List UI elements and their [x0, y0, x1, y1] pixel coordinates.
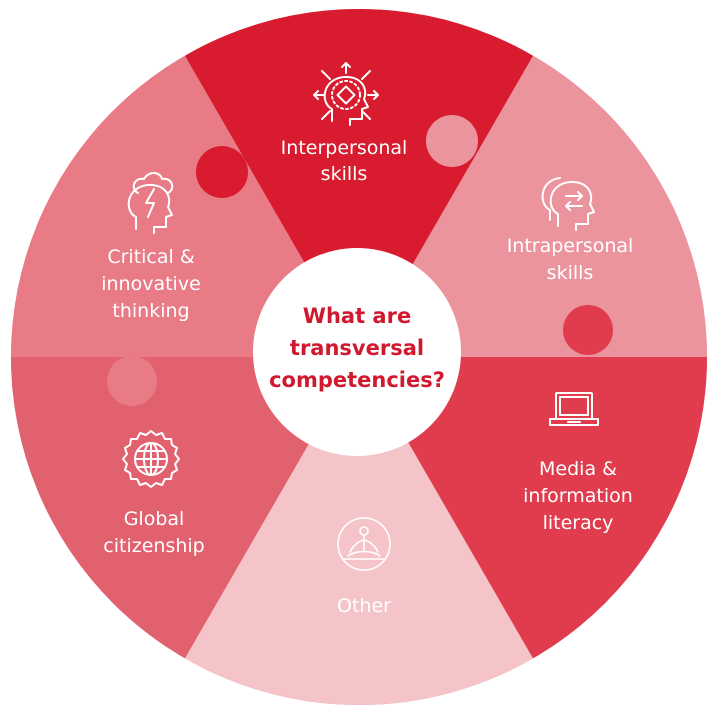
global-label-line2: citizenship [103, 535, 204, 557]
puzzle-knob [196, 146, 248, 198]
puzzle-knob [240, 544, 292, 596]
interpersonal-label-line2: skills [321, 163, 368, 185]
puzzle-knob [426, 115, 478, 167]
interpersonal-label-line1: Interpersonal [281, 137, 408, 159]
intrapersonal-label-line2: skills [547, 262, 594, 284]
critical-label-line1: Critical & [107, 246, 194, 268]
segment-other[interactable] [184, 357, 534, 714]
critical-label-line2: innovative [101, 273, 201, 295]
puzzle-knob [107, 356, 157, 406]
segment-interpersonal[interactable] [184, 0, 534, 357]
center-title-line2: transversal [290, 336, 424, 360]
head-lightning-icon [127, 172, 174, 234]
center-title-line1: What are [303, 304, 411, 328]
head-network-icon [313, 62, 379, 126]
media-label-line2: information [523, 485, 633, 507]
media-label-line3: literacy [543, 512, 614, 534]
center-circle [253, 248, 461, 456]
heads-exchange-icon [541, 177, 595, 231]
critical-label-line3: thinking [112, 300, 189, 322]
laptop-icon [549, 392, 599, 426]
media-label-line1: Media & [539, 458, 617, 480]
other-label: Other [337, 595, 391, 617]
intrapersonal-label-line1: Intrapersonal [507, 235, 634, 257]
puzzle-knob [471, 517, 523, 569]
globe-icon [122, 430, 180, 488]
puzzle-knob [563, 305, 613, 355]
center-title-line3: competencies? [269, 368, 445, 392]
meditation-icon [337, 517, 391, 571]
global-label-line1: Global [124, 508, 185, 530]
